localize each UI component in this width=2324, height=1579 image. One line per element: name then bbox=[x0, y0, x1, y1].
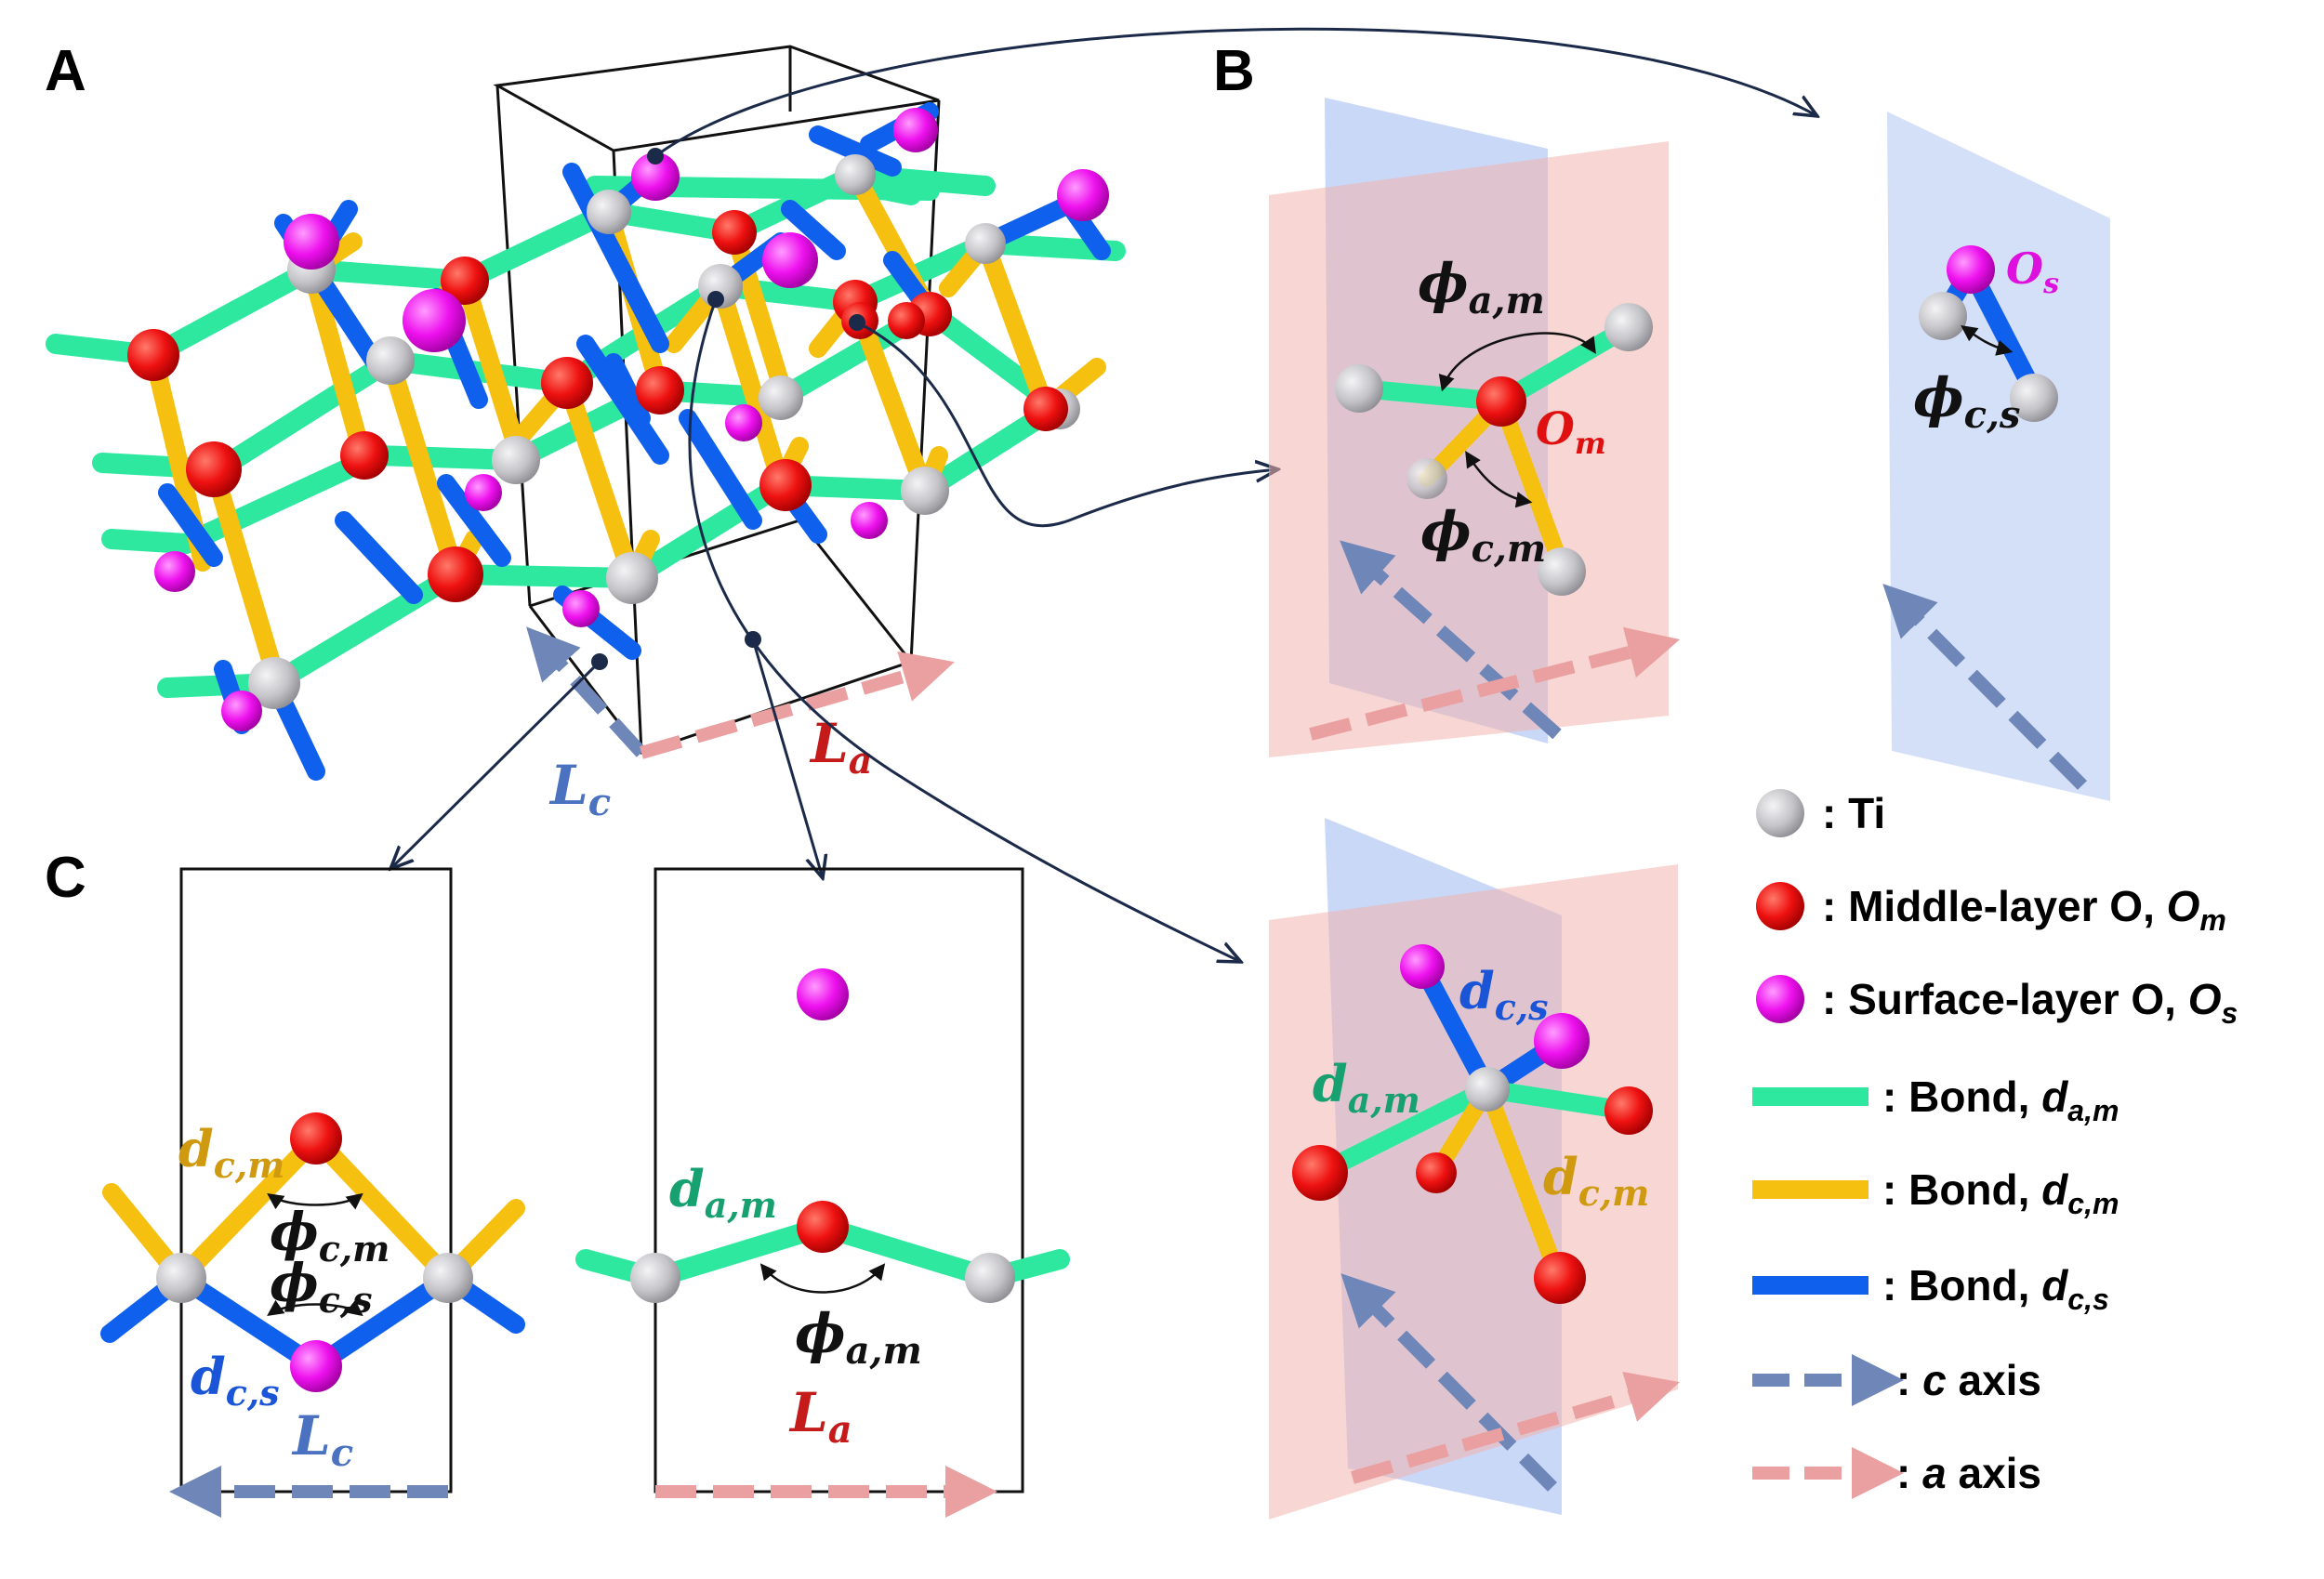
os-atom-c-left bbox=[290, 1340, 342, 1392]
panel-label-b: B bbox=[1213, 39, 1255, 103]
phi-am-label-b: ϕa,m bbox=[1418, 252, 1545, 322]
legend-ti-swatch bbox=[1756, 789, 1804, 837]
legend-os-label: : Surface-layer O, Os bbox=[1822, 975, 2238, 1030]
plane-blue-b2 bbox=[1887, 112, 2110, 801]
legend-c-axis-label: : c axis bbox=[1896, 1356, 2041, 1404]
legend-ti-label: : Ti bbox=[1822, 789, 1885, 837]
panel-b-os-angle: Os ϕc,s bbox=[1882, 112, 2110, 801]
label-la-a: La bbox=[809, 712, 873, 783]
legend: : Ti : Middle-layer O, Om : Surface-laye… bbox=[1752, 789, 2238, 1499]
dam-label-c: da,m bbox=[669, 1159, 777, 1226]
panel-a-lattice: Lc La bbox=[46, 45, 1126, 824]
dcm-label-c: dc,m bbox=[178, 1119, 284, 1186]
os-atoms bbox=[154, 108, 1109, 731]
phi-am-label-c: ϕa,m bbox=[795, 1302, 922, 1373]
panel-b-bond-lengths: dc,s da,m dc,m bbox=[1269, 818, 1680, 1520]
c-axis-arrow-b3 bbox=[1340, 1273, 1557, 1492]
a-axis-arrow-a bbox=[640, 651, 955, 759]
om-atom-c-left bbox=[290, 1112, 342, 1165]
os-label-b: Os bbox=[2006, 243, 2059, 300]
bonds-cm bbox=[144, 165, 1106, 697]
phi-cs-label-b: ϕc,s bbox=[1913, 366, 2020, 437]
panel-label-c: C bbox=[45, 846, 86, 910]
panel-c-right: da,m ϕa,m La bbox=[575, 867, 1070, 1518]
legend-bond-cm-label: : Bond, dc,m bbox=[1882, 1165, 2119, 1220]
phi-cs-label-c: ϕc,s bbox=[270, 1253, 372, 1321]
os-atom-c-right bbox=[797, 968, 849, 1020]
panel-c-left: dc,m ϕc,m ϕc,s dc,s Lc bbox=[100, 867, 525, 1518]
legend-bond-am-label: : Bond, da,m bbox=[1882, 1072, 2119, 1127]
lc-label-c: Lc bbox=[291, 1404, 353, 1475]
om-atom-c-right bbox=[797, 1201, 849, 1253]
panel-label-a: A bbox=[45, 39, 86, 103]
cell-box-c-right bbox=[654, 867, 1024, 1493]
phi-cm-label-b: ϕc,m bbox=[1420, 500, 1546, 571]
ti-atom-b bbox=[1465, 1067, 1510, 1112]
om-atoms bbox=[127, 210, 1068, 602]
c-axis-arrow-a bbox=[526, 626, 647, 757]
om-atom-b bbox=[1476, 376, 1526, 427]
a-axis-arrow-b1 bbox=[1309, 626, 1681, 741]
os-atom-b bbox=[1947, 245, 1995, 294]
connector-arrows bbox=[390, 27, 1817, 962]
plane-pink-b1 bbox=[1269, 141, 1669, 757]
legend-bond-cs-label: : Bond, dc,s bbox=[1882, 1261, 2109, 1316]
a-axis-arrow-b3 bbox=[1351, 1371, 1680, 1484]
legend-om-swatch bbox=[1756, 882, 1804, 930]
legend-om-label: : Middle-layer O, Om bbox=[1822, 882, 2226, 937]
legend-a-axis-label: : a axis bbox=[1896, 1449, 2041, 1497]
panel-b-om-angles: ϕa,m Om ϕc,m bbox=[1269, 98, 1681, 757]
om-label-b: Om bbox=[1536, 403, 1606, 461]
c-axis-arrow-b1 bbox=[1340, 540, 1562, 740]
dcs-label-b: dc,s bbox=[1459, 961, 1549, 1028]
dcm-label-b: dc,m bbox=[1543, 1147, 1649, 1214]
dcs-label-c: dc,s bbox=[191, 1347, 280, 1414]
legend-os-swatch bbox=[1756, 975, 1804, 1023]
la-label-c: La bbox=[788, 1381, 852, 1452]
label-lc-a: Lc bbox=[548, 754, 611, 824]
phi-cm-label-c: ϕc,m bbox=[270, 1202, 390, 1270]
dam-label-b: da,m bbox=[1313, 1054, 1420, 1121]
c-axis-arrow-b2 bbox=[1882, 584, 2087, 790]
